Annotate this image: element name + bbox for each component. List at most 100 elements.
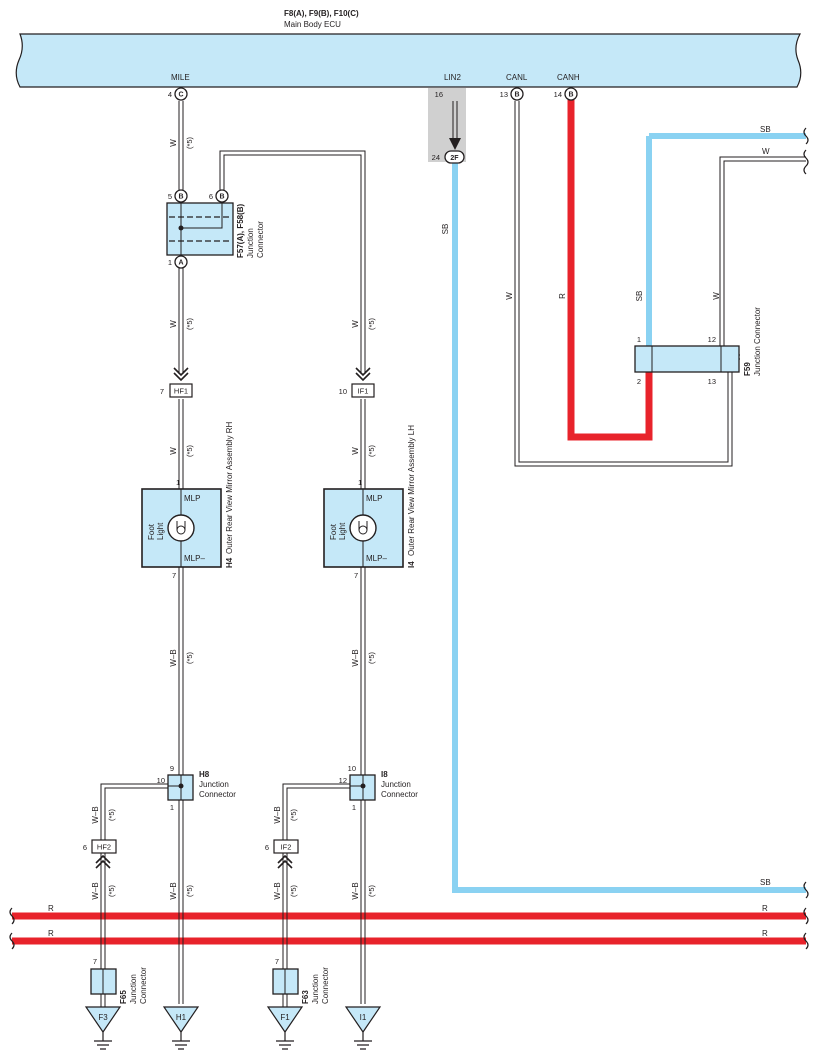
junction-connector-f59: 1 2 12 13 — [634, 335, 740, 386]
svg-text:R: R — [762, 904, 768, 913]
svg-text:Outer Rear View Mirror Assembl: Outer Rear View Mirror Assembly RH — [225, 421, 234, 554]
svg-text:Connector: Connector — [199, 790, 236, 799]
svg-text:W–B: W–B — [91, 882, 100, 899]
svg-text:1: 1 — [358, 478, 362, 487]
svg-text:1: 1 — [168, 258, 172, 267]
svg-text:Connector: Connector — [321, 967, 330, 1004]
svg-text:F57(A), F58(B): F57(A), F58(B) — [236, 203, 245, 258]
svg-text:MLP: MLP — [366, 494, 382, 503]
svg-text:(*5): (*5) — [185, 136, 194, 149]
svg-text:W: W — [169, 320, 178, 328]
hf2-chevron-icon — [95, 854, 111, 869]
svg-text:B: B — [178, 194, 183, 201]
svg-text:Foot: Foot — [147, 523, 156, 540]
junction-connector-i8: 10 12 1 I8 Junction Connector — [339, 764, 419, 812]
svg-text:F59: F59 — [743, 362, 752, 376]
svg-text:10: 10 — [339, 387, 347, 396]
svg-text:Connector: Connector — [139, 967, 148, 1004]
svg-text:W: W — [712, 292, 721, 300]
svg-text:1: 1 — [352, 803, 356, 812]
f63-label: F63 Junction Connector — [301, 967, 330, 1004]
svg-text:HF2: HF2 — [97, 843, 111, 852]
ecu-pin-lin2-number: 16 — [435, 90, 443, 99]
foot-light-bulb-icon — [349, 514, 377, 542]
svg-text:W: W — [505, 292, 514, 300]
ecu-connector-codes: F8(A), F9(B), F10(C) — [284, 9, 359, 18]
svg-text:R: R — [762, 929, 768, 938]
ecu-signal-lin2: LIN2 — [444, 73, 461, 82]
svg-text:H8: H8 — [199, 770, 210, 779]
svg-text:(*5): (*5) — [185, 317, 194, 330]
ecu-pin-canl: B 13 — [500, 87, 524, 101]
hf2-connector: HF2 6 — [83, 839, 117, 854]
svg-text:Foot: Foot — [329, 523, 338, 540]
svg-text:F63: F63 — [301, 990, 310, 1004]
f57-pin-5: B 5 — [168, 189, 188, 203]
svg-text:R: R — [558, 293, 567, 299]
svg-text:H1: H1 — [176, 1013, 187, 1022]
svg-text:(*5): (*5) — [107, 884, 116, 897]
svg-text:Light: Light — [338, 522, 347, 540]
svg-text:H4: H4 — [225, 557, 234, 568]
ground-f1: F1 — [266, 1006, 304, 1050]
f57-label: F57(A), F58(B) Junction Connector — [236, 203, 265, 258]
svg-text:I1: I1 — [360, 1013, 367, 1022]
svg-text:(*5): (*5) — [367, 884, 376, 897]
w-wires — [100, 101, 806, 1004]
svg-text:MLP–: MLP– — [184, 554, 205, 563]
ecu-pin-mile: C 4 — [168, 87, 188, 101]
svg-text:Junction: Junction — [311, 974, 320, 1004]
svg-text:(*5): (*5) — [185, 651, 194, 664]
wire-labels: W (*5) W (*5) W (*5) W (*5) W (*5) W–B (… — [48, 125, 771, 938]
f59-label: F59 Junction Connector — [743, 307, 762, 376]
svg-text:Junction: Junction — [129, 974, 138, 1004]
ground-icon — [94, 1032, 112, 1050]
svg-text:(*5): (*5) — [367, 317, 376, 330]
svg-text:IF2: IF2 — [281, 843, 292, 852]
svg-text:HF1: HF1 — [174, 387, 188, 396]
ground-h1: H1 — [162, 1006, 200, 1050]
svg-text:7: 7 — [275, 957, 279, 966]
svg-text:10: 10 — [157, 776, 165, 785]
svg-text:B: B — [568, 92, 573, 99]
junction-connector-f63: 7 — [272, 957, 299, 1007]
ecu-signal-mile: MILE — [171, 73, 190, 82]
svg-text:12: 12 — [339, 776, 347, 785]
sb-wires — [452, 133, 806, 893]
svg-text:7: 7 — [354, 571, 358, 580]
svg-text:SB: SB — [760, 878, 771, 887]
svg-text:W: W — [351, 320, 360, 328]
svg-text:10: 10 — [348, 764, 356, 773]
if2-chevron-icon — [277, 854, 293, 869]
svg-text:(*5): (*5) — [185, 884, 194, 897]
svg-text:MLP–: MLP– — [366, 554, 387, 563]
svg-text:(*5): (*5) — [185, 444, 194, 457]
svg-text:7: 7 — [93, 957, 97, 966]
svg-text:W–B: W–B — [169, 882, 178, 899]
lin2-arrow-icon — [449, 138, 461, 150]
ground-icon — [172, 1032, 190, 1050]
r-wires — [12, 100, 806, 945]
mirror-rh-label: H4 Outer Rear View Mirror Assembly RH — [225, 421, 234, 568]
wire-break-marks — [9, 127, 809, 950]
svg-text:6: 6 — [83, 843, 87, 852]
svg-text:B: B — [514, 92, 519, 99]
svg-text:IF1: IF1 — [358, 387, 369, 396]
lin2-junction-2f: 2F 24 — [432, 150, 465, 164]
mirror-assembly-lh: MLP MLP– 1 7 Foot Light — [323, 478, 404, 580]
svg-text:R: R — [48, 929, 54, 938]
svg-text:Junction Connector: Junction Connector — [753, 307, 762, 376]
f57-pin-6: B 6 — [209, 189, 229, 203]
svg-text:1: 1 — [170, 803, 174, 812]
f65-label: F65 Junction Connector — [119, 967, 148, 1004]
svg-text:7: 7 — [172, 571, 176, 580]
svg-text:W–B: W–B — [91, 806, 100, 823]
svg-text:(*5): (*5) — [289, 884, 298, 897]
svg-text:1: 1 — [176, 478, 180, 487]
svg-text:F3: F3 — [98, 1013, 108, 1022]
svg-text:1: 1 — [637, 335, 641, 344]
svg-text:2: 2 — [637, 377, 641, 386]
svg-text:6: 6 — [209, 192, 213, 201]
svg-text:B: B — [219, 194, 224, 201]
svg-text:W–B: W–B — [273, 882, 282, 899]
